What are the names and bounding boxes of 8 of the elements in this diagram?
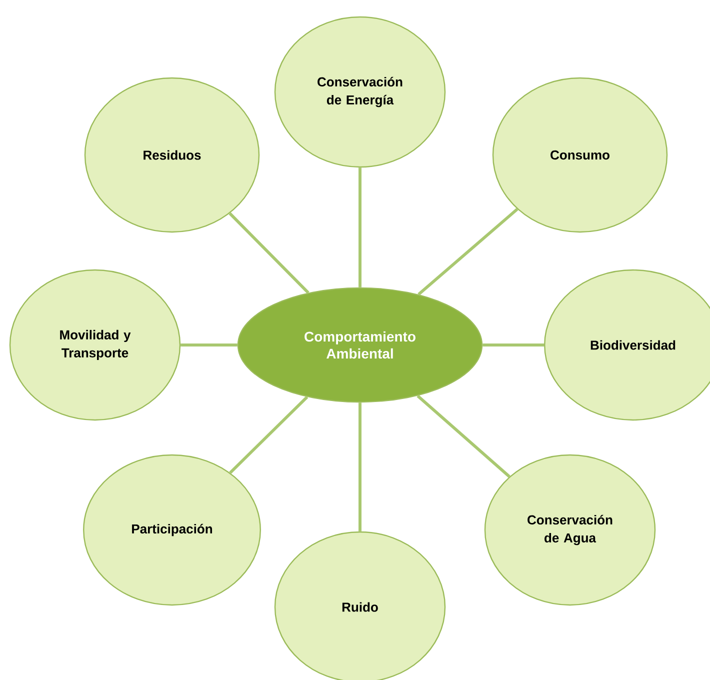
connector-line — [418, 208, 518, 296]
connector-line — [229, 396, 308, 474]
connector-line — [358, 402, 362, 532]
connector-line — [228, 212, 310, 294]
connector-line — [180, 344, 238, 346]
connector-line — [358, 168, 362, 288]
connector-line — [416, 394, 510, 478]
connector-line — [482, 344, 544, 346]
